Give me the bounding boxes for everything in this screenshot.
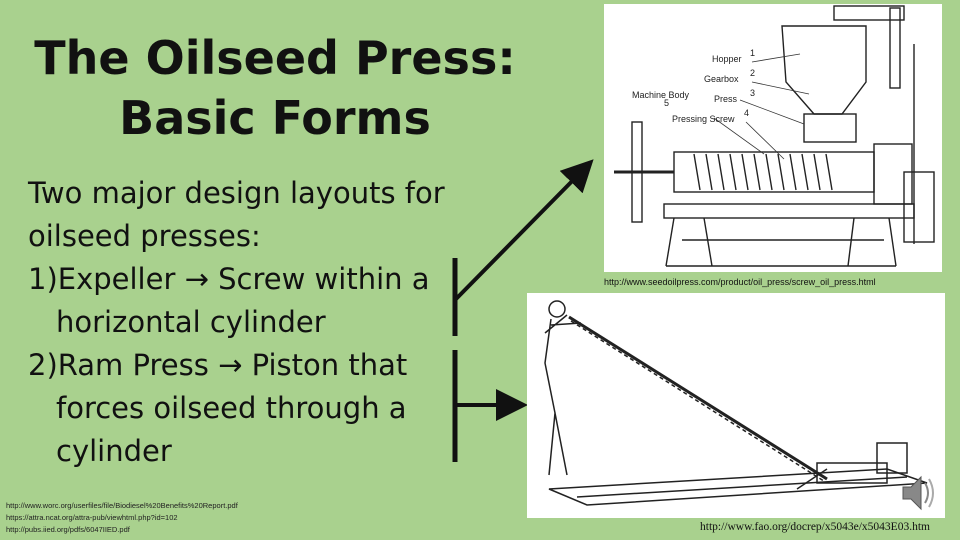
reference-link[interactable]: http://www.worc.org/userfiles/file/Biodi… xyxy=(6,501,238,510)
slide-title: The Oilseed Press: Basic Forms xyxy=(30,28,520,148)
item-term: Expeller xyxy=(57,262,176,296)
ram-press-illustration xyxy=(527,293,945,518)
list-item-expeller: 1)Expeller → Screw within a xyxy=(28,258,468,301)
num-gearbox: 2 xyxy=(750,68,755,78)
reference-link[interactable]: https://attra.ncat.org/attra-pub/viewhtm… xyxy=(6,513,178,522)
arrow-to-expeller xyxy=(453,159,594,302)
list-item-ram-cont-2: cylinder xyxy=(56,434,172,468)
expeller-diagram: Hopper Gearbox Machine Body Press Pressi… xyxy=(604,4,942,272)
intro-line-2: oilseed presses: xyxy=(28,219,261,253)
item-number: 2) xyxy=(28,348,58,382)
intro-line-1: Two major design layouts for xyxy=(28,176,445,210)
right-arrow-icon: → xyxy=(218,348,243,382)
list-item-ram-press: 2)Ram Press → Piston that xyxy=(28,344,468,387)
ram-press-caption[interactable]: http://www.fao.org/docrep/x5043e/x5043E0… xyxy=(700,521,930,533)
item-description: Screw within a xyxy=(218,262,430,296)
body-text: Two major design layouts for oilseed pre… xyxy=(28,172,468,473)
item-description: Piston that xyxy=(251,348,408,382)
title-line-2: Basic Forms xyxy=(119,91,431,145)
references: http://www.worc.org/userfiles/file/Biodi… xyxy=(6,500,238,536)
label-hopper: Hopper xyxy=(712,54,742,64)
title-line-1: The Oilseed Press: xyxy=(34,31,516,85)
num-pressing-screw: 4 xyxy=(744,108,749,118)
label-pressing-screw: Pressing Screw xyxy=(672,114,735,124)
num-hopper: 1 xyxy=(750,48,755,58)
label-gearbox: Gearbox xyxy=(704,74,739,84)
right-arrow-icon: → xyxy=(184,262,209,296)
reference-link[interactable]: http://pubs.iied.org/pdfs/6047IIED.pdf xyxy=(6,525,130,534)
num-press: 3 xyxy=(750,88,755,98)
item-term: Ram Press xyxy=(57,348,209,382)
item-number: 1) xyxy=(28,262,58,296)
list-item-ram-cont-1: forces oilseed through a xyxy=(56,391,407,425)
label-machine-body: Machine Body xyxy=(632,90,690,100)
label-press: Press xyxy=(714,94,738,104)
speaker-icon[interactable] xyxy=(902,475,934,511)
list-item-expeller-cont: horizontal cylinder xyxy=(56,305,326,339)
expeller-caption[interactable]: http://www.seedoilpress.com/product/oil_… xyxy=(604,277,876,287)
num-machine-body: 5 xyxy=(664,98,669,108)
